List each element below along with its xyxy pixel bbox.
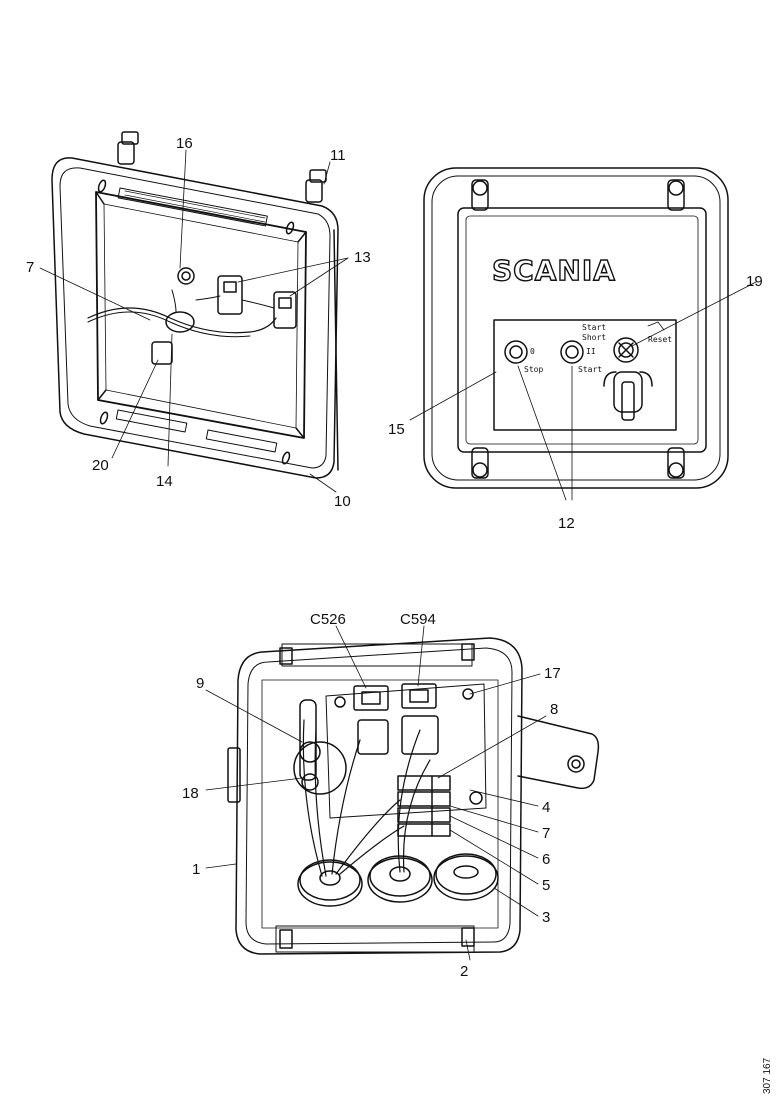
key-switch [603,371,653,421]
interior-view [227,637,600,955]
grommet-3 [433,853,499,901]
housing-outer-frame [51,157,339,479]
panel-outer-frame [423,167,729,489]
start-button [560,340,584,364]
relay-18 [293,741,347,795]
scania-logo: SCANIA [492,254,616,287]
top-vent [117,187,268,227]
callout-6: 6 [542,851,550,868]
interior-cables [302,719,431,877]
callout-20: 20 [92,457,109,474]
fuse-9 [299,699,317,781]
reset-label: Reset [648,335,672,344]
panel-fixing-tr [667,179,685,211]
cable-7 [87,307,277,334]
stud-top-right [305,169,327,203]
reset-breaker-19 [613,337,639,363]
mounting-bracket-8 [517,715,600,790]
callout-11: 11 [330,147,346,164]
start-header-1: Start [582,323,606,332]
callout-5: 5 [542,877,550,894]
start-label: Start [578,365,602,374]
callout-14: 14 [156,473,173,490]
callout-18: 18 [182,785,199,802]
callout-4: 4 [542,799,550,816]
component-plate [325,683,487,819]
callout-1: 1 [192,861,200,878]
stop-digit: 0 [530,347,535,356]
panel-inner-face [457,207,707,453]
interior-outer-frame [235,637,523,955]
callout-C594: C594 [400,611,436,628]
callout-17: 17 [544,665,561,682]
connector-13a [217,275,243,315]
drawing-reference: 307 167 [762,1057,773,1094]
connector-C526 [353,685,389,711]
grommet-middle [367,855,433,903]
panel-fixing-bl [471,447,489,479]
callout-7-top: 7 [26,259,34,276]
stop-label: Stop [524,365,543,374]
hinge-top-band [281,643,473,667]
panel-fixing-tl [471,179,489,211]
callout-8: 8 [550,701,558,718]
grommet-left [297,859,363,907]
callout-13: 13 [354,249,371,266]
callout-12: 12 [558,515,575,532]
callout-7-bottom: 7 [542,825,550,842]
callout-C526: C526 [310,611,346,628]
callout-16: 16 [176,135,193,152]
callout-3: 3 [542,909,550,926]
switch-plate [493,319,677,431]
interior-back-wall [261,679,499,929]
callout-19: 19 [746,273,763,290]
open-housing-view [51,131,339,479]
leader-lines [39,149,757,961]
panel-fixing-br [667,447,685,479]
panel-front-view [423,167,729,489]
grommet-16 [177,267,195,285]
connector-13b [273,291,297,329]
clamp-20 [151,341,173,365]
side-latch [227,747,241,803]
callout-10: 10 [334,493,351,510]
cable-gland-14 [165,311,195,333]
bottom-vent-left [115,409,188,433]
stop-button [504,340,528,364]
callout-15: 15 [388,421,405,438]
callout-2: 2 [460,963,468,980]
start-digit: II [586,347,596,356]
stud-top-left [117,131,139,165]
bottom-vent-right [205,429,278,453]
connector-C594 [401,683,437,709]
callout-9: 9 [196,675,204,692]
start-header-2: Short [582,333,606,342]
hinge-bottom-band [275,925,475,953]
